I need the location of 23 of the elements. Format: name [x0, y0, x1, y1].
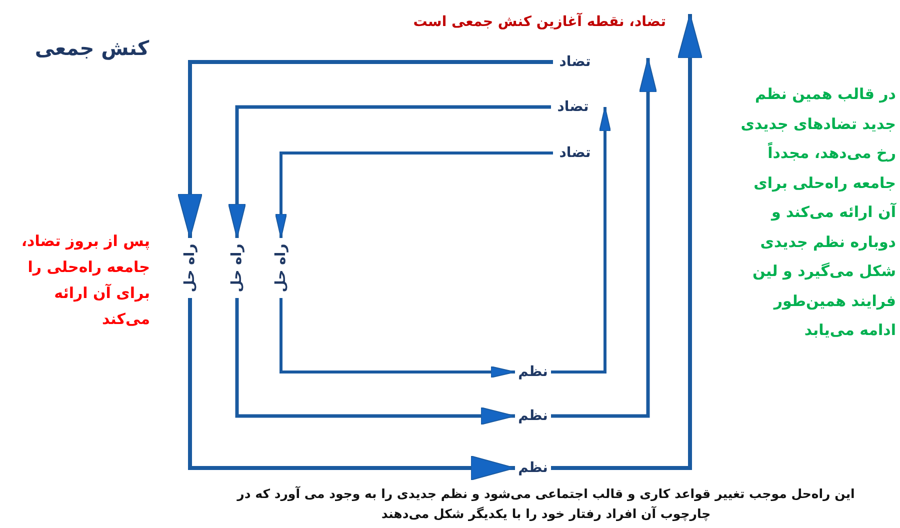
arrow: [551, 106, 611, 374]
caption: این راه‌حل موجب تغییر قواعد کاری و قالب اجتماعی می‌شود و نظم جدیدی را به وجود می آورد که در چارچوب آن افراد رفتار خود را با یکدیگر شکل می‌دهند: [236, 485, 856, 523]
node-label: نظم: [515, 404, 551, 428]
note: در قالب همین نظم جدید تضادهای جدیدی رخ می‌دهد، مجدداً جامعه راه‌حلی برای آن ارائه می‌کند و دوباره نظم جدیدی شکل می‌گیرد و لین فرایند همین‌طور ادامه می‌یابد: [740, 84, 896, 341]
note: پس از بروز تضاد، جامعه راه‌حلی را برای آن ارائه می‌کند: [20, 231, 150, 330]
node-label: راه حل: [226, 238, 248, 298]
node-label: تضاد: [553, 142, 597, 164]
node-label: نظم: [515, 456, 551, 480]
arrow: [235, 298, 516, 425]
arrow: [551, 58, 657, 418]
arrow: [188, 298, 516, 480]
note: تضاد، نقطه آغازین کنش جمعی است: [412, 14, 666, 30]
node-label: تضاد: [551, 96, 595, 118]
arrow: [280, 298, 516, 378]
arrow: [228, 105, 551, 238]
node-label: راه حل: [270, 238, 292, 298]
title: کنش جمعی: [34, 36, 150, 60]
node-label: راه حل: [179, 238, 201, 298]
arrow: [178, 60, 553, 238]
node-label: نظم: [515, 360, 551, 384]
node-label: تضاد: [553, 51, 597, 73]
arrow: [551, 14, 702, 470]
arrow: [275, 152, 553, 238]
